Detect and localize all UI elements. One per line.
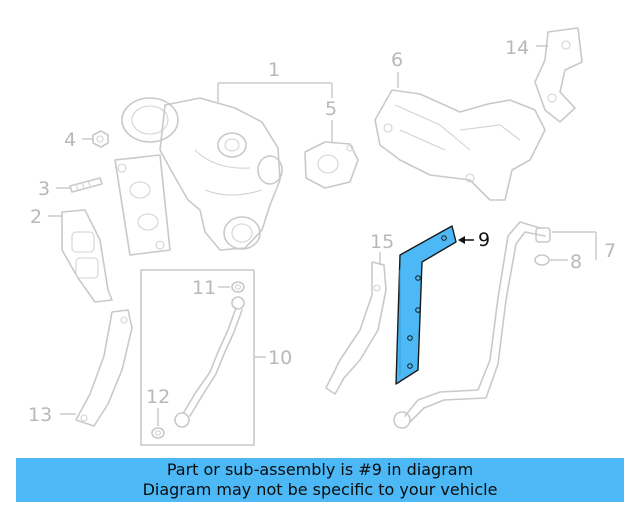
callout-3: 3 — [38, 178, 50, 200]
turbocharger-part-1[interactable] — [114, 97, 283, 256]
callout-9: 9 — [478, 229, 490, 251]
callout-5: 5 — [325, 98, 337, 120]
callout-15: 15 — [370, 231, 394, 253]
banner-part-notice: Part or sub-assembly is #9 in diagram — [166, 460, 474, 479]
callout-7: 7 — [604, 240, 616, 262]
callout-14: 14 — [505, 37, 529, 59]
bracket-part-15[interactable] — [325, 261, 387, 395]
callout-6: 6 — [391, 49, 403, 71]
oil-line-part-10[interactable] — [174, 296, 245, 428]
bracket-part-14[interactable] — [534, 27, 583, 123]
heat-shield-part-9[interactable] — [395, 225, 457, 385]
banner-disclaimer: Diagram may not be specific to your vehi… — [142, 480, 498, 499]
gasket-part-2[interactable] — [61, 209, 113, 303]
callout-4: 4 — [64, 129, 76, 151]
callout-1: 1 — [268, 59, 280, 81]
washer-part-11[interactable] — [231, 281, 245, 293]
callout-13: 13 — [28, 404, 52, 426]
callout-8: 8 — [570, 251, 582, 273]
washer-part-12[interactable] — [151, 427, 165, 439]
washer-part-8[interactable] — [534, 254, 550, 266]
heat-shield-part-6[interactable] — [374, 89, 546, 201]
callout-11: 11 — [192, 277, 216, 299]
info-banner: Part or sub-assembly is #9 in diagram Di… — [16, 458, 624, 502]
nut-part-4[interactable] — [92, 130, 109, 148]
callout-10: 10 — [268, 347, 292, 369]
callout-2: 2 — [30, 206, 42, 228]
oil-pipe-part-7[interactable] — [393, 221, 551, 429]
stud-part-3[interactable] — [69, 177, 103, 193]
callout-12: 12 — [146, 386, 170, 408]
actuator-part-5[interactable] — [304, 141, 359, 189]
bracket-part-13[interactable] — [75, 309, 133, 427]
